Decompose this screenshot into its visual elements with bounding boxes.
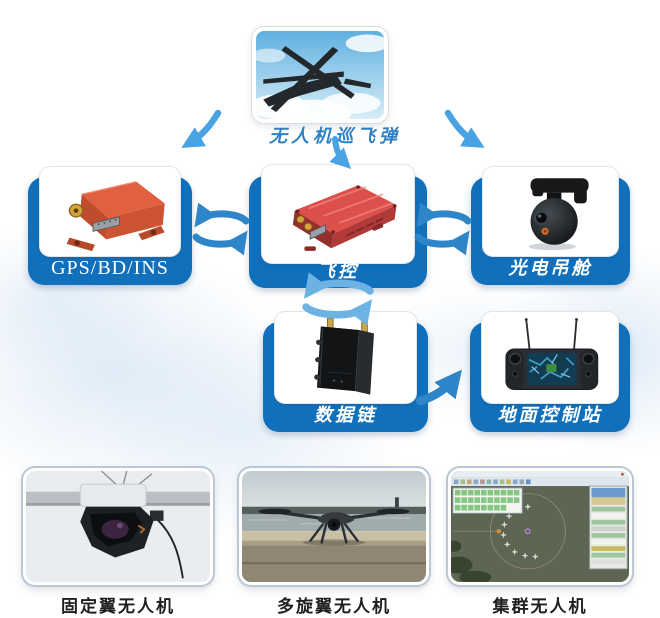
- arrow-uav-to-eo-pod: [444, 109, 485, 148]
- flight-control-unit-icon: [266, 169, 410, 259]
- uav-node-label: 无人机巡飞弹: [269, 126, 401, 146]
- multi-rotor-uav-photo: [239, 468, 429, 585]
- node-eo-pod: 光电吊舱: [471, 167, 630, 285]
- swarm-uav-label: 集群无人机: [492, 597, 588, 616]
- gps-photo-card: [40, 167, 180, 256]
- node-ground-station: 地面控制站: [470, 312, 630, 432]
- flight-control-photo-card: [262, 165, 414, 263]
- swarm-gcs-software-screenshot-icon: [451, 471, 629, 582]
- arrow-gps-flight-control-cycle-top: [194, 202, 250, 228]
- data-link-node-label: 数据链: [314, 405, 377, 425]
- gps-node-label: GPS/BD/INS: [51, 257, 169, 279]
- data-link-photo-card: [275, 312, 416, 403]
- node-data-link: 数据链: [263, 312, 428, 432]
- fixed-wing-uav-label: 固定翼无人机: [61, 597, 175, 616]
- gps-bd-ins-module-icon: [44, 171, 176, 252]
- uav-loitering-munition-photo-icon: [256, 31, 384, 119]
- arrow-gps-flight-control-cycle-bottom: [192, 230, 248, 256]
- arrow-uav-to-gps: [181, 109, 222, 148]
- node-uav-photo-card: [252, 27, 388, 123]
- node-gps-bd-ins: GPS/BD/INS: [28, 167, 192, 285]
- multi-rotor-uav-label: 多旋翼无人机: [277, 597, 391, 616]
- multi-rotor-uav-photo-icon: [242, 471, 426, 582]
- eo-pod-photo-card: [483, 167, 618, 256]
- arrow-flight-control-eo-pod-cycle-top: [416, 202, 472, 228]
- ground-station-node-label: 地面控制站: [497, 405, 603, 425]
- eo-pod-node-label: 光电吊舱: [508, 258, 593, 278]
- node-flight-control: 飞控: [249, 165, 427, 288]
- ground-control-station-icon: [486, 316, 614, 399]
- swarm-uav-photo: [448, 468, 632, 585]
- flight-control-node-label: 飞控: [317, 261, 359, 281]
- fixed-wing-uav-photo-icon: [26, 471, 210, 582]
- data-link-radio-icon: [279, 316, 412, 399]
- fixed-wing-uav-photo: [23, 468, 213, 585]
- electro-optical-pod-icon: [487, 171, 614, 252]
- ground-station-photo-card: [482, 312, 618, 403]
